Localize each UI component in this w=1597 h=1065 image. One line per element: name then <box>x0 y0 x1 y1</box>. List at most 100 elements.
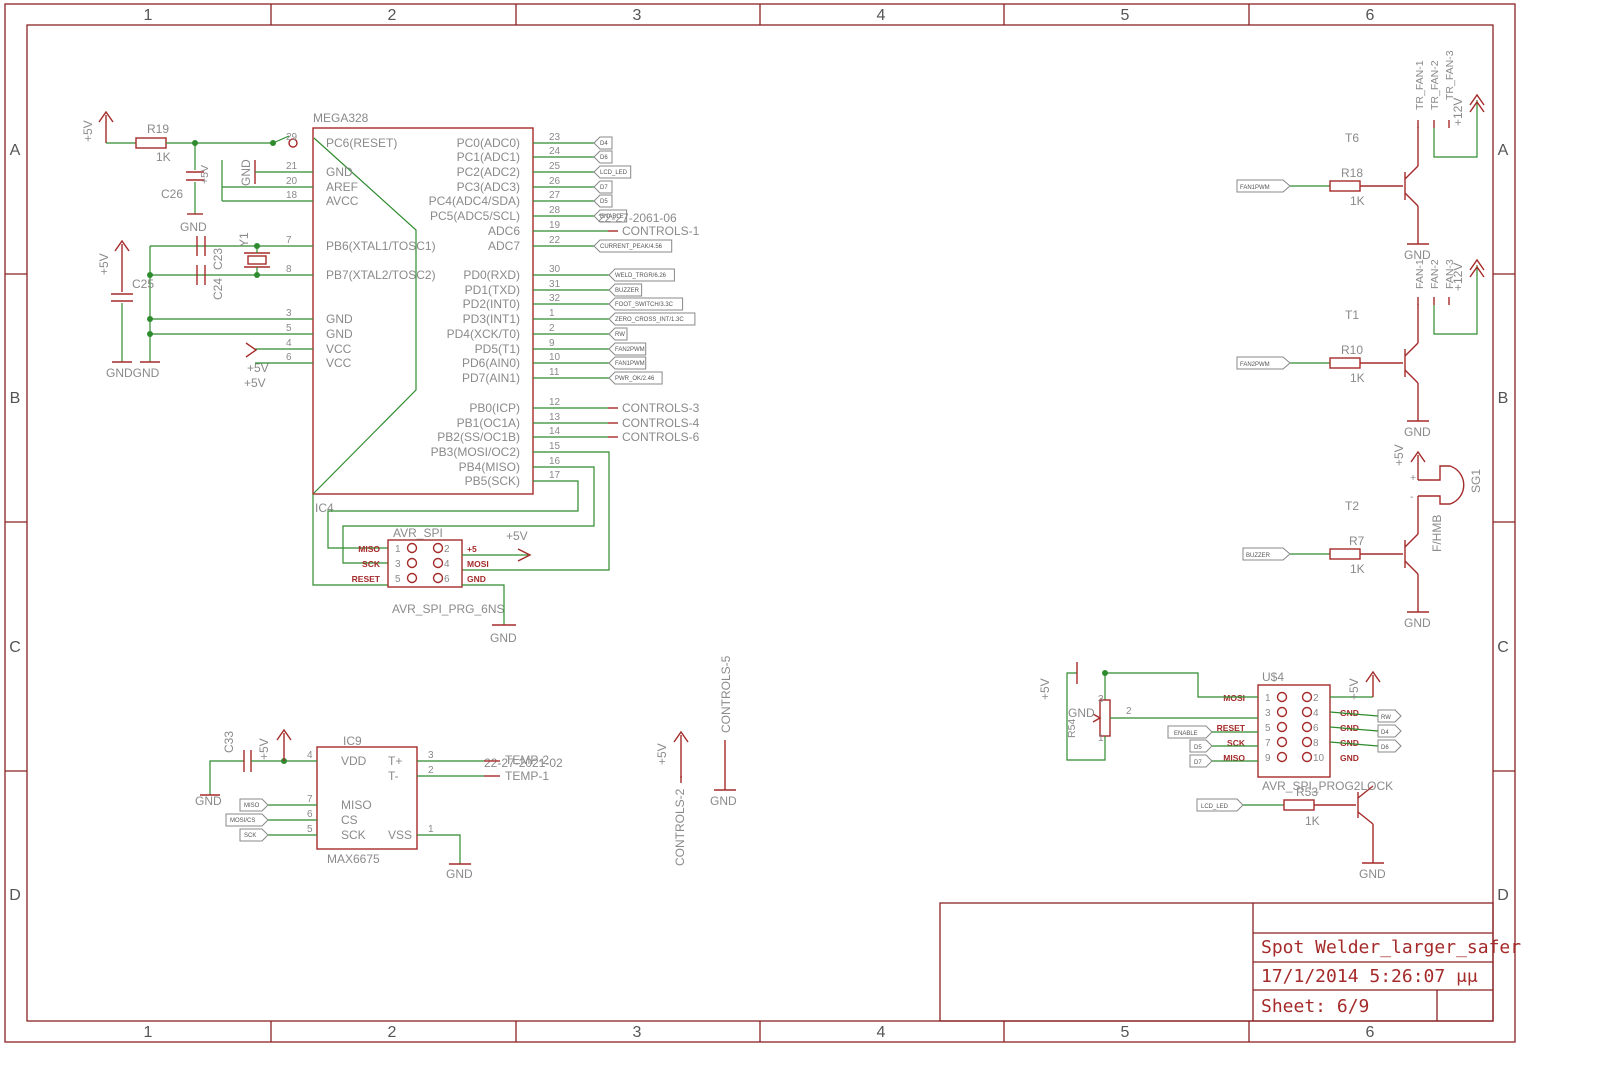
us4-right-label: GND <box>1340 723 1359 733</box>
col-label: 6 <box>1366 1024 1375 1041</box>
us4-pin-pad <box>1276 751 1288 763</box>
power-5v: +5V <box>506 529 528 543</box>
mcu-pin-number: 17 <box>549 470 561 481</box>
c33-ref: C33 <box>222 731 236 753</box>
net-label: FAN2PWM <box>615 347 645 353</box>
max-pin-number: 4 <box>307 750 313 761</box>
power-5v: +5V <box>1347 678 1361 700</box>
r10 <box>1329 357 1361 369</box>
mcu-pin-name: PD5(T1) <box>475 342 520 356</box>
net-label-box <box>608 297 684 311</box>
us4-pin-number: 8 <box>1313 738 1319 749</box>
buzzer-label: BUZZER <box>1246 553 1271 559</box>
controls-2: CONTROLS-2 <box>673 788 687 866</box>
row-label: B <box>10 390 21 407</box>
col-label: 1 <box>144 7 153 24</box>
us4-pin-pad <box>1276 736 1288 748</box>
gnd-label: GND <box>239 159 253 186</box>
temp-1: TEMP-1 <box>505 769 549 783</box>
net-label: D5 <box>600 199 608 205</box>
spi-pin-number: 2 <box>444 544 450 555</box>
mcu-pin-name: GND <box>326 327 353 341</box>
t2-ref: T2 <box>1345 499 1359 513</box>
us4-left-label: MISO <box>1223 753 1245 763</box>
spi-left-label: MISO <box>358 544 380 554</box>
mcu-name: MEGA328 <box>313 111 369 125</box>
mcu-pin-number: 19 <box>549 220 561 231</box>
sg1-val: F/HMB <box>1430 515 1444 552</box>
max-pin-number: 5 <box>307 824 313 835</box>
col-label: 2 <box>388 1024 397 1041</box>
grid-labels: 1 2 3 4 5 6 1 2 3 4 5 6 A B C D A B C D <box>9 7 1509 1041</box>
mcu-pin-name: GND <box>326 312 353 326</box>
mcu-pin-number: 16 <box>549 456 561 467</box>
mcu-pin-number: 10 <box>549 352 561 363</box>
max-input-box <box>239 798 269 812</box>
fan1pwm-label: FAN1PWM <box>1240 185 1270 191</box>
mcu-pin-name: ADC6 <box>488 224 520 238</box>
r53 <box>1283 799 1315 811</box>
mcu-pin-number: 32 <box>549 293 561 304</box>
us4-pin-number: 7 <box>1265 738 1271 749</box>
mcu-pin-name: PD7(AIN1) <box>462 371 520 385</box>
row-label: D <box>1497 887 1509 904</box>
mcu-pin-number: 9 <box>549 338 555 349</box>
tr-fan-2: TR_FAN-2 <box>1429 60 1441 110</box>
max-pin-name: VSS <box>388 828 412 842</box>
r19-ref: R19 <box>147 122 169 136</box>
power-12v: +12V <box>1451 263 1465 291</box>
power-5v: +5V <box>97 253 111 275</box>
us4-pin-pad <box>1276 691 1288 703</box>
us4-right-label: GND <box>1340 708 1359 718</box>
mcu-pin-number: 13 <box>549 412 561 423</box>
max-ref: IC9 <box>343 734 362 748</box>
mcu-pin-number: 7 <box>286 235 292 246</box>
col-label: 5 <box>1121 7 1130 24</box>
max-pin-name: CS <box>341 813 358 827</box>
max-pin-number: 3 <box>428 750 434 761</box>
max-input-box <box>239 828 269 842</box>
us4-pin-pad <box>1301 706 1313 718</box>
max-pin-name: T+ <box>388 754 402 768</box>
max-input-label: MISO <box>244 803 260 809</box>
mcu-pin-number: 15 <box>549 441 561 452</box>
mcu-pin-name: PC1(ADC1) <box>457 150 520 164</box>
mcu-pin-name: PB2(SS/OC1B) <box>437 430 520 444</box>
mcu-pin-name: PB1(OC1A) <box>457 416 520 430</box>
mcu-pin-number: 20 <box>286 176 298 187</box>
us4-pin-number: 9 <box>1265 753 1271 764</box>
net-label-box <box>608 283 643 297</box>
max-pin-number: 7 <box>307 794 313 805</box>
enable-label: ENABLE <box>1174 731 1198 737</box>
net-label: D7 <box>600 185 608 191</box>
mega328-outline-line <box>313 137 417 494</box>
us4-pin-pad <box>1301 721 1313 733</box>
d4-label: D4 <box>1381 730 1389 736</box>
mcu-pin-number: 31 <box>549 279 561 290</box>
spi-pin-pad <box>432 542 444 554</box>
gnd-label: GND <box>180 220 207 234</box>
r18-val: 1K <box>1350 194 1365 208</box>
mcu-pin-name: PD2(INT0) <box>463 297 520 311</box>
spi-left-label: RESET <box>352 574 381 584</box>
us4-pin-number: 3 <box>1265 708 1271 719</box>
sheet-frame <box>4 3 1516 1043</box>
power-5v: +5V <box>1038 678 1052 700</box>
mcu-pin-name: PD1(TXD) <box>465 283 520 297</box>
plus-mark: + <box>1410 472 1416 484</box>
d6-label: D6 <box>1381 745 1389 751</box>
mcu-pin-number: 22 <box>549 235 561 246</box>
row-label: C <box>1497 639 1509 656</box>
mcu-pin-name: PB6(XTAL1/TOSC1) <box>326 239 436 253</box>
net-label: LCD_LED <box>600 170 628 176</box>
col-label: 4 <box>877 1024 886 1041</box>
mcu-pin-name: AREF <box>326 180 358 194</box>
net-label-box <box>593 180 613 194</box>
net-label: BUZZER <box>615 288 640 294</box>
fan-2: FAN-2 <box>1429 259 1441 289</box>
rw-label: RW <box>1381 715 1391 721</box>
max-pin-number: 2 <box>428 765 434 776</box>
mcu-pin-name: PB5(SCK) <box>465 474 520 488</box>
